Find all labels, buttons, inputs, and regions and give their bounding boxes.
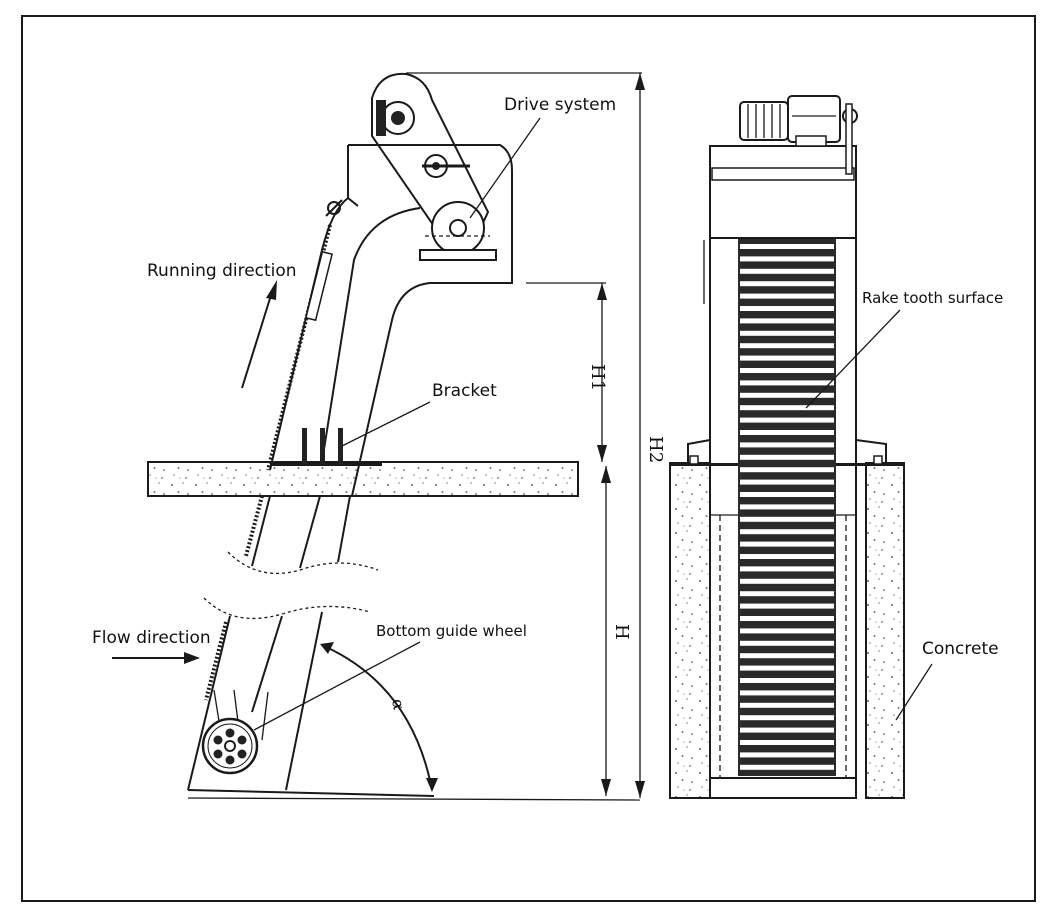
outer-frame — [21, 15, 1036, 902]
rake-bar-gap — [740, 628, 834, 634]
alpha-label: α — [388, 697, 409, 711]
running-direction-arrow — [241, 280, 277, 389]
drive-system-leader — [469, 117, 541, 219]
rake-bar-gap — [740, 554, 834, 559]
rake-bar-gap — [740, 640, 834, 646]
rake-bar-gap — [740, 603, 834, 609]
flow-direction-arrow — [112, 652, 200, 664]
bottom-guide-wheel-label: Bottom guide wheel — [376, 622, 527, 640]
drive-motor — [739, 95, 858, 175]
rake-bar-gap — [740, 541, 834, 547]
rake-bar-gap — [740, 740, 834, 745]
rake-bar-gap — [740, 653, 834, 659]
rake-bar-gap — [740, 690, 834, 696]
bottom-guide-wheel-leader — [253, 641, 421, 731]
rake-bar-gap — [740, 430, 834, 435]
head-housing — [347, 144, 513, 284]
rake-bar-gap — [740, 752, 834, 758]
h-label: H — [611, 624, 632, 640]
rake-bar-gap — [740, 293, 834, 299]
bottom-plate — [709, 777, 857, 799]
bracket-label: Bracket — [432, 381, 497, 401]
rake-bar-gap — [740, 442, 834, 448]
bracket-leader — [341, 401, 431, 447]
rake-bar-gap — [740, 678, 834, 683]
rake-bar-gap — [740, 566, 834, 572]
rake-bar-gap — [740, 318, 834, 324]
break-line-lower — [203, 597, 371, 620]
rake-bar-gap — [740, 330, 834, 336]
rake-bar-gap — [740, 380, 834, 386]
drive-arm — [371, 72, 490, 240]
rake-bar-gap — [740, 343, 834, 349]
rake-bar-gap — [740, 591, 834, 597]
head-box — [709, 145, 857, 239]
rake-tooth-surface-leader — [805, 309, 901, 409]
rake-bar-gap — [740, 417, 834, 423]
side-view — [112, 72, 645, 801]
concrete-wall-left — [669, 462, 711, 799]
rake-bar-gap — [740, 516, 834, 522]
rake-bar-gap — [740, 702, 834, 708]
flow-direction-label: Flow direction — [92, 628, 211, 648]
rake-bar-gap — [740, 504, 834, 510]
rake-bar-gap — [740, 454, 834, 460]
rake-bar-gap — [740, 665, 834, 671]
back-rail — [351, 282, 500, 497]
rake-bar-gap — [740, 268, 834, 274]
bracket — [270, 428, 382, 466]
inner-rail — [321, 207, 421, 463]
rake-bar-gap — [740, 392, 834, 398]
rake-bar-gap — [740, 306, 834, 311]
rake-bars — [740, 244, 834, 770]
front-view — [669, 95, 933, 799]
bottom-guide-wheel — [201, 717, 259, 775]
rake-bar-gap — [740, 616, 834, 621]
angle-arc — [323, 645, 433, 791]
rake-bar-gap — [740, 529, 834, 535]
rake-bar-gap — [740, 244, 834, 249]
outer-rail — [269, 197, 349, 471]
rake-bar-gap — [740, 578, 834, 584]
rake-bar-gap — [740, 368, 834, 373]
h2-label: H2 — [645, 436, 666, 463]
running-direction-label: Running direction — [147, 261, 297, 281]
rake-bar-gap — [740, 405, 834, 411]
base-line — [187, 797, 641, 801]
floor-slab — [147, 461, 579, 497]
rake-bar-gap — [740, 727, 834, 733]
concrete-leader — [895, 663, 933, 721]
h1-label: H1 — [587, 364, 608, 391]
rake-tooth-surface-label: Rake tooth surface — [862, 289, 1003, 307]
rake-bar-gap — [740, 715, 834, 721]
rake-bar-gap — [740, 467, 834, 473]
drive-system-label: Drive system — [504, 95, 616, 115]
rake-bar-gap — [740, 256, 834, 262]
concrete-label: Concrete — [922, 639, 999, 659]
rake-bar-gap — [740, 281, 834, 287]
concrete-wall-right — [865, 462, 905, 799]
rake-bar-gap — [740, 479, 834, 485]
rake-bar-gap — [740, 764, 834, 770]
rake-bar-gap — [740, 492, 834, 497]
break-line-upper — [227, 551, 379, 575]
rake-bar-gap — [740, 355, 834, 361]
